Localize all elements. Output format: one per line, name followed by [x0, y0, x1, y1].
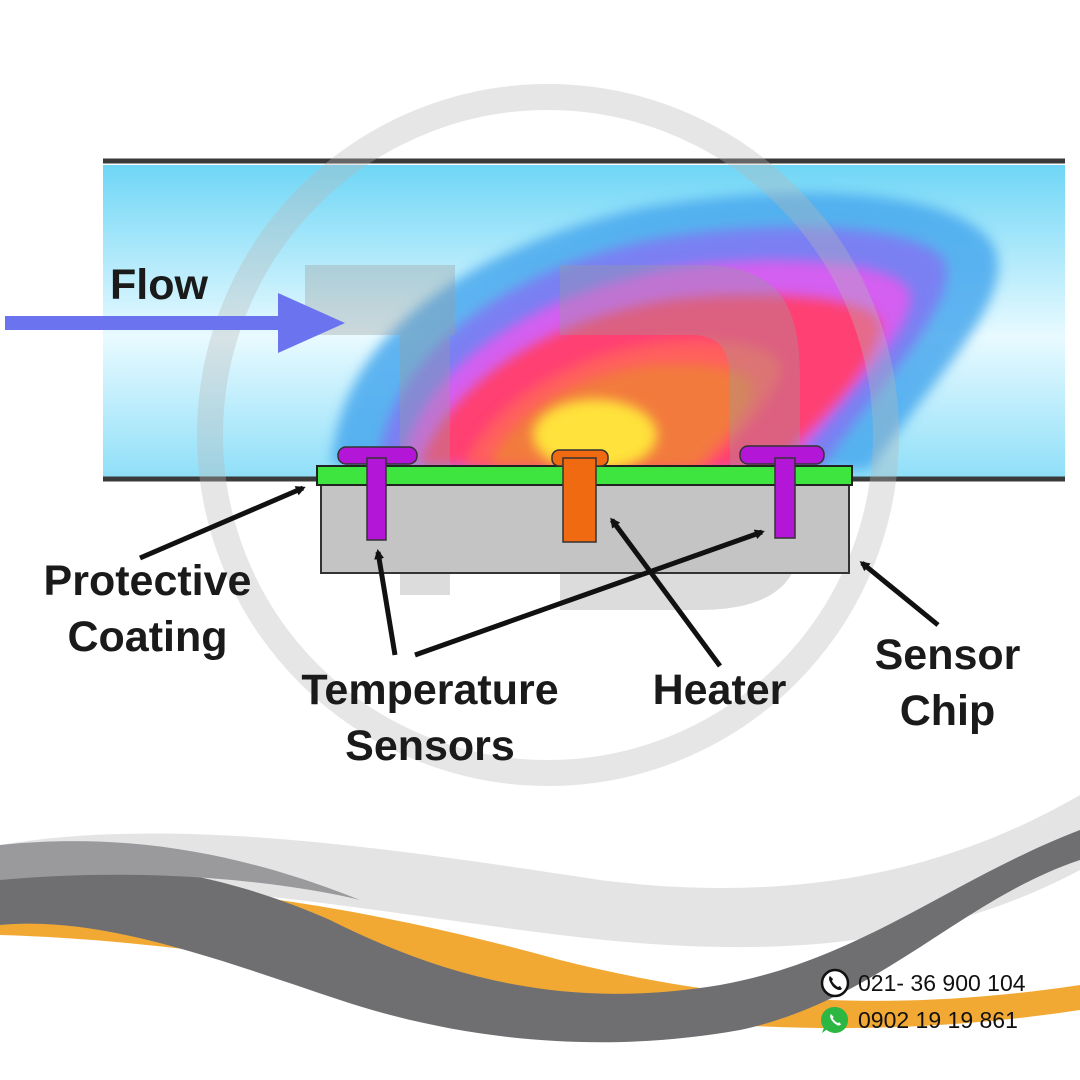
- temperature-sensors-line-2: Sensors: [345, 721, 515, 770]
- sensor-chip-label: Sensor Chip: [855, 628, 1040, 740]
- heater-label: Heater: [652, 666, 787, 714]
- heater-element: [551, 449, 609, 543]
- arrow-temperature-sensor-right: [414, 529, 765, 658]
- protective-coating-line-1: Protective: [43, 557, 252, 605]
- temperature-sensor-left: [337, 446, 418, 541]
- phone-contact[interactable]: 021- 36 900 104: [820, 968, 1026, 998]
- decorative-wave: [0, 795, 1080, 1043]
- phone-number: 021- 36 900 104: [858, 969, 1026, 996]
- heat-plume: [332, 192, 999, 471]
- arrow-sensor-chip: [859, 561, 940, 627]
- whatsapp-number: 0902 19 19 861: [858, 1006, 1018, 1033]
- callout-arrows: [139, 485, 940, 668]
- protective-coating-label: Protective Coating: [20, 554, 275, 666]
- temperature-sensors-label: Temperature Sensors: [280, 663, 580, 775]
- flow-arrow: [5, 293, 345, 353]
- flow-label: Flow: [110, 261, 208, 309]
- sensor-chip-line-1: Sensor: [874, 631, 1021, 679]
- phone-icon: [820, 968, 850, 998]
- arrow-temperature-sensor-left: [374, 549, 398, 656]
- arrow-protective-coating: [139, 485, 306, 561]
- whatsapp-icon: [820, 1005, 850, 1035]
- protective-coating-line-2: Coating: [67, 612, 228, 661]
- whatsapp-contact[interactable]: 0902 19 19 861: [820, 1005, 1018, 1035]
- arrow-heater: [609, 517, 723, 668]
- sensor-chip-line-2: Chip: [899, 686, 996, 735]
- temperature-sensor-right: [739, 445, 825, 539]
- temperature-sensors-line-1: Temperature: [301, 666, 559, 714]
